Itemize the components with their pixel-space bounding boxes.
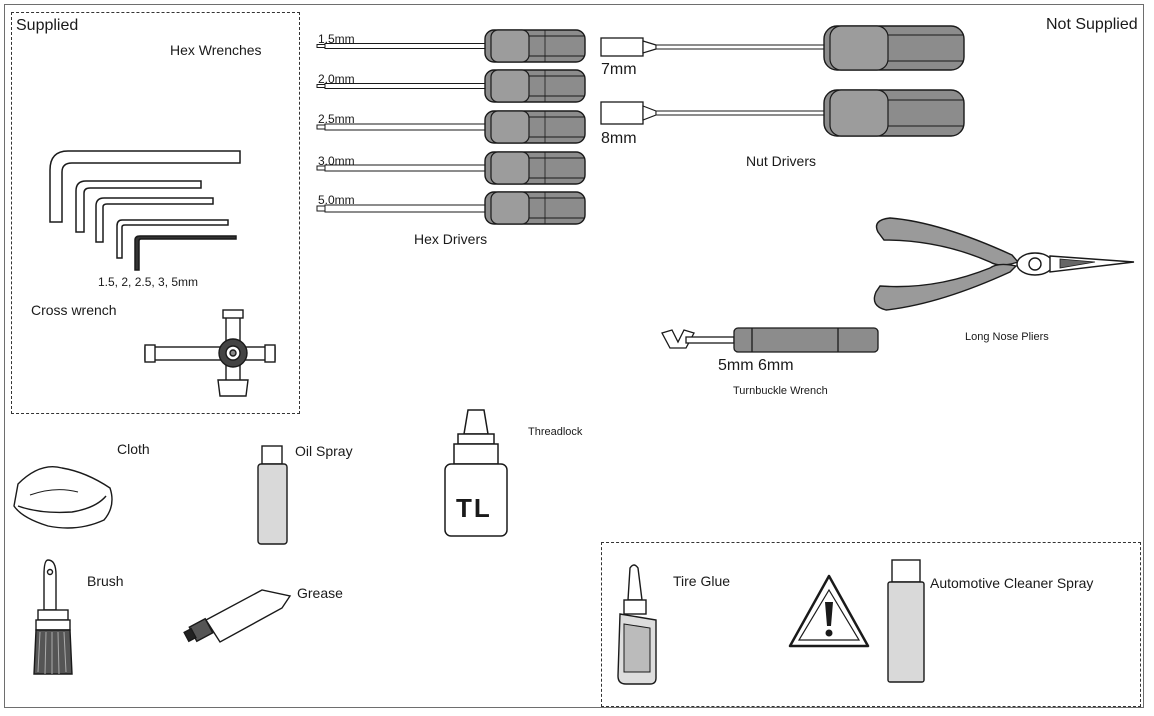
hex-drivers-icon — [316, 29, 586, 225]
long-nose-pliers-label: Long Nose Pliers — [965, 331, 1049, 343]
warning-triangle-icon — [788, 574, 870, 648]
not-supplied-box — [601, 542, 1141, 707]
hex-driver-size-3: 2.5mm — [318, 112, 355, 126]
cloth-icon — [13, 466, 113, 529]
grease-tube-icon — [183, 589, 292, 643]
oil-spray-can-icon — [257, 445, 288, 545]
brush-icon — [33, 559, 73, 675]
tire-glue-label: Tire Glue — [673, 573, 731, 589]
turnbuckle-wrench-label: Turnbuckle Wrench — [733, 385, 828, 397]
automotive-cleaner-spray-can-icon — [887, 559, 925, 683]
supplied-heading: Supplied — [16, 17, 79, 34]
automotive-cleaner-spray-label: Automotive Cleaner Spray — [930, 575, 1094, 591]
supplied-box — [11, 12, 300, 414]
nut-driver-size-2: 8mm — [601, 130, 637, 147]
cloth-label: Cloth — [117, 441, 150, 457]
tire-glue-bottle-icon — [617, 564, 657, 685]
hex-driver-size-4: 3.0mm — [318, 154, 355, 168]
hex-wrenches-sizes: 1.5, 2, 2.5, 3, 5mm — [98, 275, 199, 289]
threadlock-label: Threadlock — [528, 426, 583, 438]
turnbuckle-wrench-sizes: 5mm 6mm — [718, 357, 794, 374]
oil-spray-label: Oil Spray — [295, 443, 353, 459]
diagram-frame — [4, 4, 1144, 708]
hex-driver-size-1: 1.5mm — [318, 32, 355, 46]
hex-wrenches-label: Hex Wrenches — [170, 42, 262, 58]
hex-drivers-label: Hex Drivers — [414, 231, 488, 247]
turnbuckle-wrench-icon — [661, 327, 879, 353]
nut-driver-size-1: 7mm — [601, 61, 637, 78]
nut-drivers-icon — [600, 25, 965, 137]
cross-wrench-label: Cross wrench — [31, 302, 117, 318]
hex-driver-size-5: 5.0mm — [318, 193, 355, 207]
cross-wrench-icon — [144, 309, 276, 397]
grease-label: Grease — [297, 585, 343, 601]
hex-wrenches-icon — [49, 150, 241, 271]
threadlock-bottle-text: TL — [456, 493, 492, 523]
not-supplied-heading: Not Supplied — [1046, 16, 1138, 33]
nut-drivers-label: Nut Drivers — [746, 153, 817, 169]
threadlock-bottle-icon — [444, 409, 508, 537]
hex-driver-size-2: 2.0mm — [318, 72, 355, 86]
brush-label: Brush — [87, 573, 124, 589]
long-nose-pliers-icon — [873, 217, 1135, 311]
